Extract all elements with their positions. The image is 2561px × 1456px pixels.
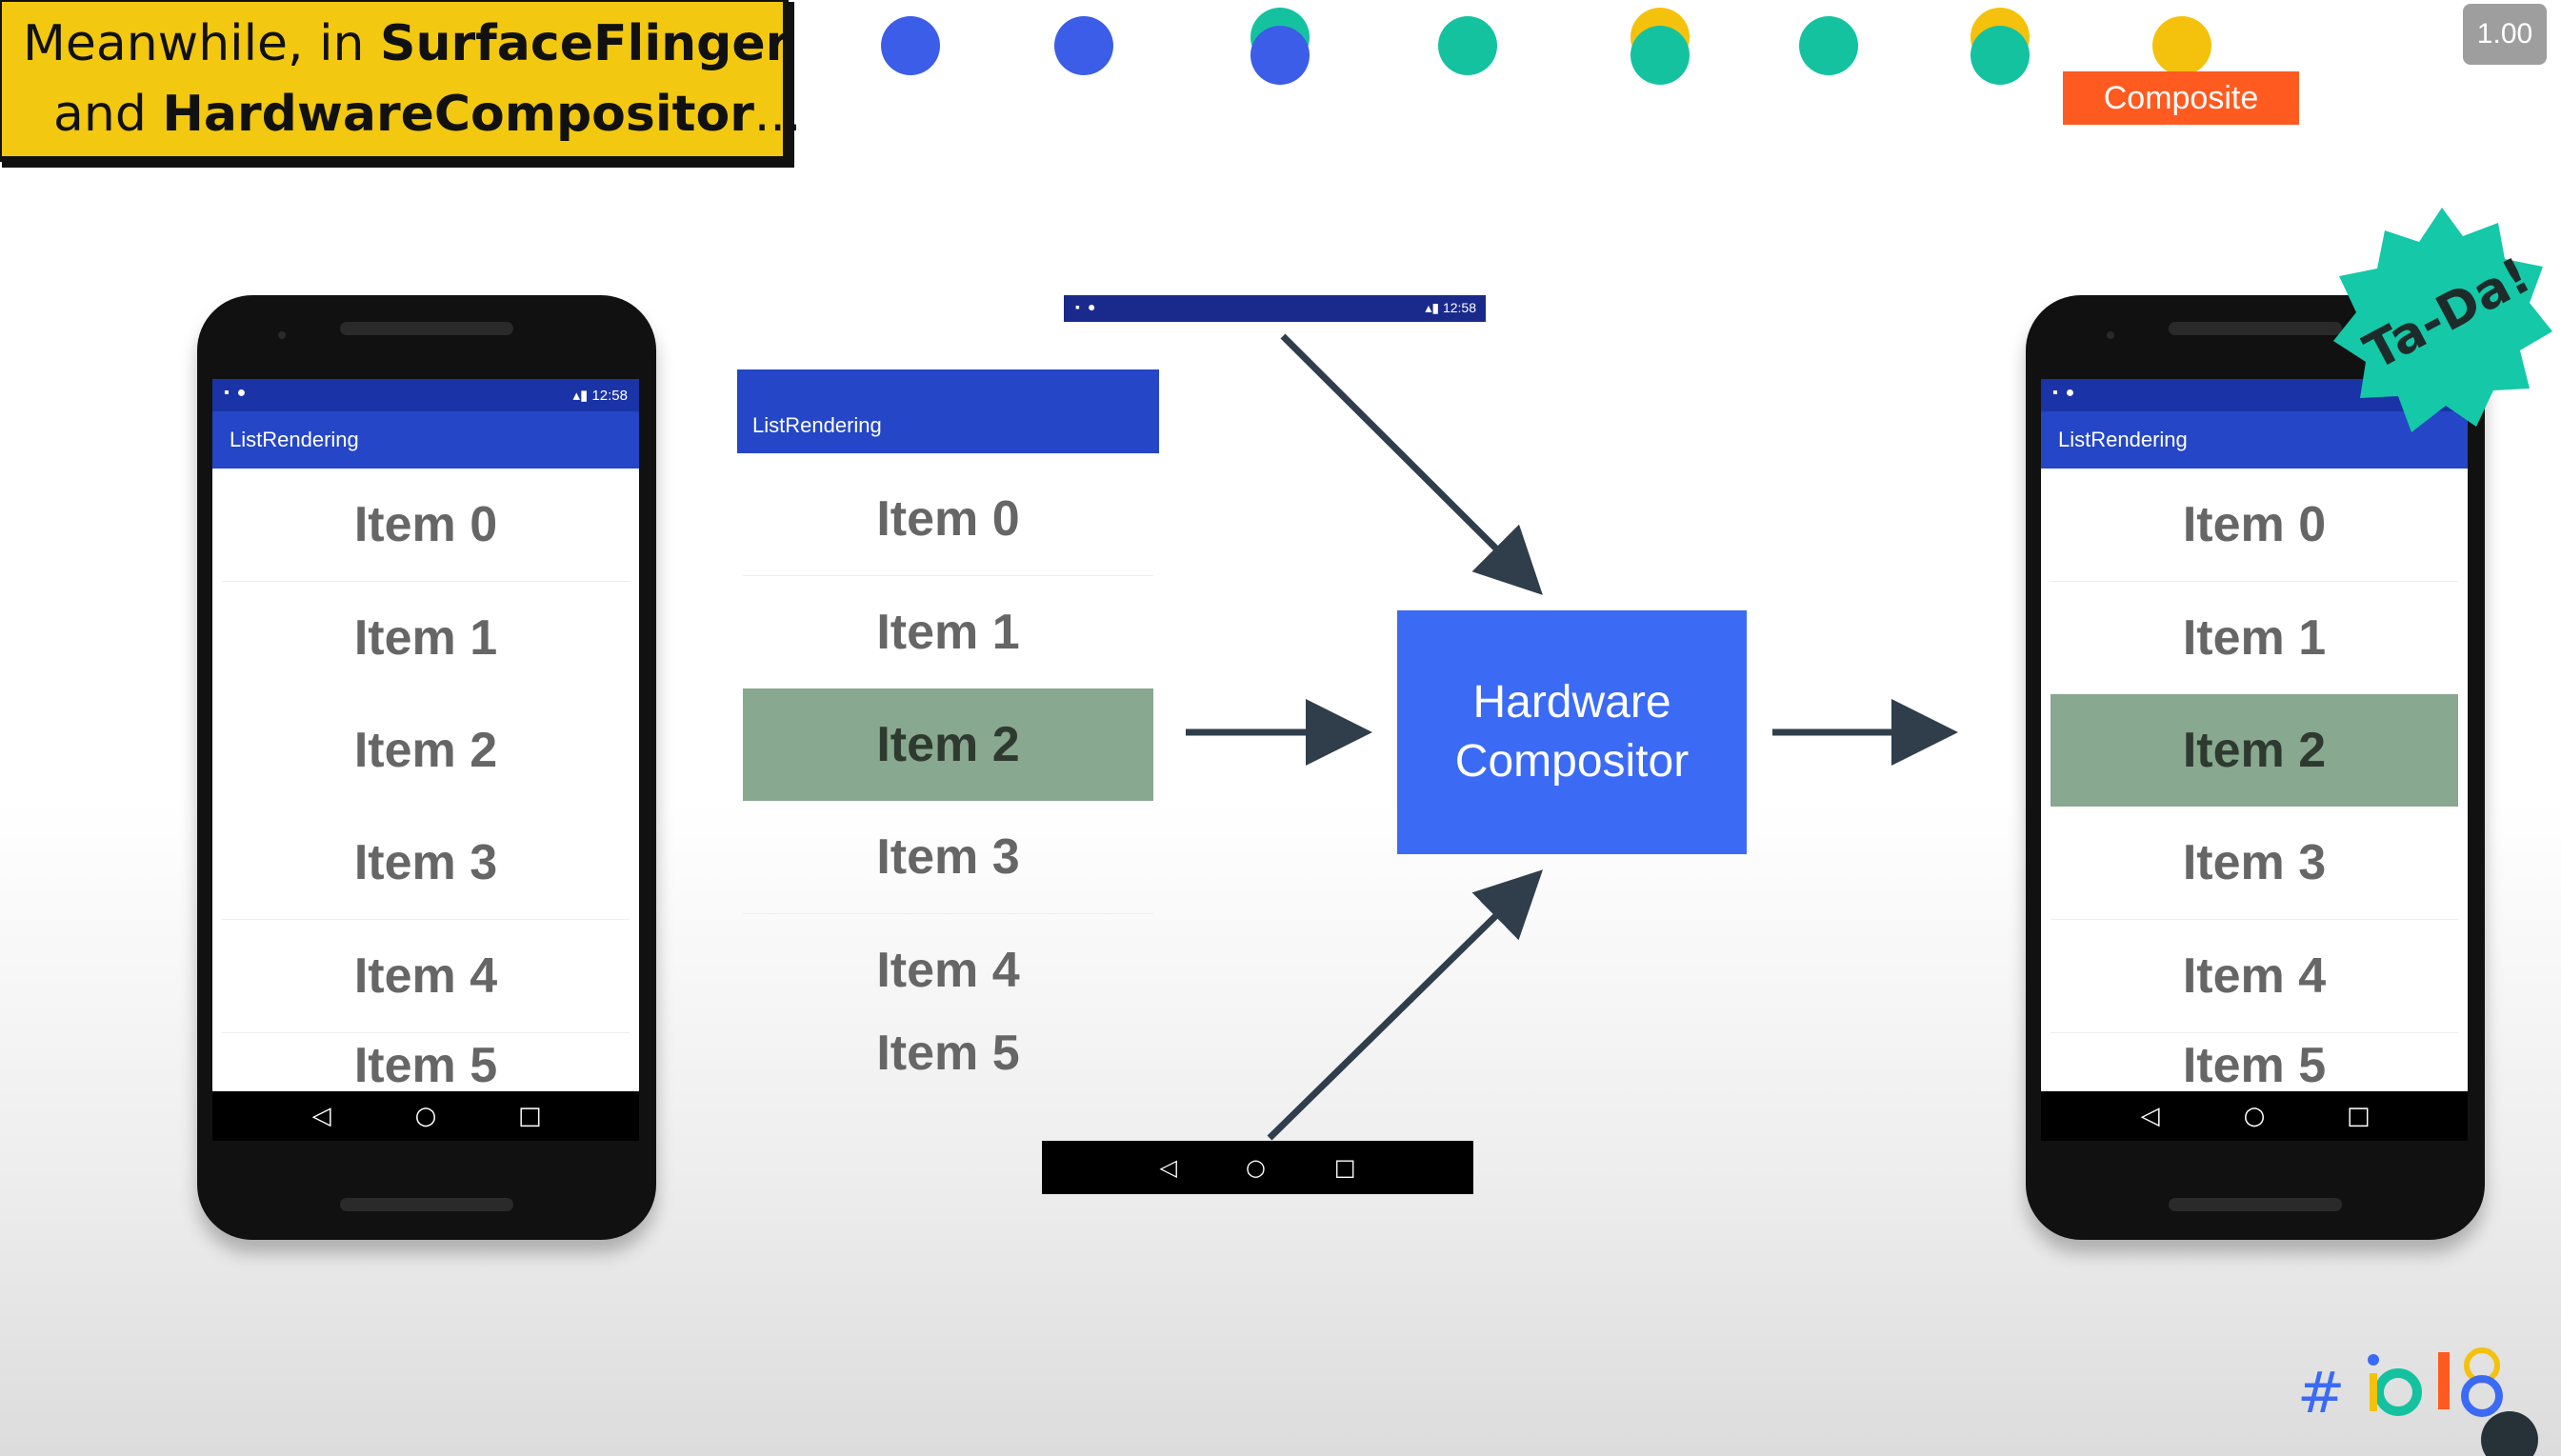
list-item-highlighted[interactable]: Item 2 (2051, 694, 2458, 807)
title-line-1: Meanwhile, in SurfaceFlinger (23, 9, 790, 79)
dot-5 (1631, 26, 1690, 85)
list-item-partial[interactable]: Item 5 (222, 1033, 630, 1093)
list-item[interactable]: Item 3 (2051, 807, 2458, 920)
title-surfaceflinger: SurfaceFlinger (380, 15, 790, 72)
app-bar-title: ListRendering (212, 411, 639, 469)
nav-bar: ◁ ○ □ (2041, 1091, 2468, 1141)
list-item-partial-text: Item 5 (876, 1026, 1020, 1081)
title-line-1-prefix: Meanwhile, in (23, 15, 381, 72)
playback-speed: 1.00 (2463, 4, 2547, 65)
dot-7 (1971, 26, 2030, 85)
status-time: ▴▮ 12:58 (1425, 300, 1476, 315)
recents-icon[interactable]: □ (518, 1102, 542, 1130)
item-list: Item 0 Item 1 Item 2 Item 3 Item 4 Item … (212, 469, 639, 1093)
phone-left: ▪● ▴▮ 12:58 ListRendering Item 0 Item 1 … (197, 295, 656, 1240)
dot-6 (1799, 16, 1858, 75)
list-item[interactable]: Item 1 (876, 605, 1020, 660)
notification-icons: ▪● (2052, 385, 2083, 401)
list-item[interactable]: Item 1 (2182, 610, 2327, 666)
layer-item-list: Item 0 Item 1 Item 2 Item 3 Item 4 Item … (737, 463, 1159, 1081)
list-item[interactable]: Item 3 (222, 807, 630, 920)
back-icon[interactable]: ◁ (2140, 1102, 2160, 1130)
layer-status-bar: ▪● ▴▮ 12:58 (1064, 295, 1486, 322)
list-item-highlighted[interactable]: Item 2 (743, 688, 1153, 801)
home-icon[interactable]: ○ (1245, 1154, 1266, 1181)
io-hash-symbol: # (2297, 1360, 2346, 1426)
dot-1 (881, 16, 940, 75)
io18-logo (2368, 1347, 2538, 1456)
logo-one (2438, 1352, 2450, 1409)
list-item-partial[interactable]: Item 5 (2051, 1033, 2458, 1093)
recents-icon[interactable]: □ (2347, 1102, 2371, 1130)
layer-nav-bar: ◁ ○ □ (1042, 1141, 1473, 1194)
arrow-status-to-compositor (1280, 333, 1543, 595)
app-bar-title: ListRendering (2041, 411, 2468, 469)
item-list: Item 0 Item 1 Item 2 Item 3 Item 4 Item … (2041, 469, 2468, 1093)
list-item-partial-text: Item 5 (2182, 1038, 2327, 1093)
camera-icon (278, 331, 286, 339)
list-item[interactable]: Item 0 (2051, 469, 2458, 582)
hardware-compositor-box: Hardware Compositor (1397, 610, 1747, 854)
speaker (340, 322, 513, 335)
dot-2 (1054, 16, 1113, 75)
list-item[interactable]: Item 3 (743, 801, 1153, 914)
title-line-2-prefix: and (53, 86, 163, 143)
title-line-2: and HardwareCompositor... (23, 79, 802, 150)
speaker (2169, 322, 2342, 335)
back-icon[interactable]: ◁ (311, 1102, 331, 1130)
layer-app-bar: ListRendering (737, 369, 1159, 453)
arrow-nav-to-compositor (1267, 869, 1543, 1141)
title-hardwarecompositor: HardwareCompositor (162, 86, 754, 143)
compositor-line-2: Compositor (1454, 736, 1690, 787)
logo-eight-bottom (2461, 1375, 2503, 1417)
speaker-bottom (340, 1198, 513, 1211)
notification-icons: ▪● (1075, 299, 1104, 314)
logo-dot (2368, 1354, 2379, 1366)
list-item[interactable]: Item 0 (222, 469, 630, 582)
camera-icon (2107, 331, 2114, 339)
home-icon[interactable]: ○ (2243, 1102, 2266, 1130)
logo-ring (2374, 1368, 2422, 1416)
dot-4 (1438, 16, 1497, 75)
compositor-line-1: Hardware (1472, 677, 1671, 728)
home-icon[interactable]: ○ (414, 1102, 437, 1130)
nav-bar: ◁ ○ □ (212, 1091, 639, 1141)
back-icon[interactable]: ◁ (1159, 1154, 1177, 1181)
status-time: ▴▮ 12:58 (572, 388, 629, 404)
notification-icons: ▪● (224, 385, 254, 401)
phone-screen: ▪● ▴▮ 12:58 ListRendering Item 0 Item 1 … (2041, 379, 2468, 1141)
list-item-partial[interactable]: Item 5 (743, 1026, 1153, 1081)
phone-right: ▪● ▴▮ 12:58 ListRendering Item 0 Item 1 … (2026, 295, 2485, 1240)
list-item[interactable]: Item 4 (222, 920, 630, 1033)
tada-badge (2333, 208, 2552, 432)
composite-label: Composite (2063, 71, 2299, 125)
status-time-text: 12:58 (591, 388, 628, 404)
android-icon (2481, 1411, 2538, 1456)
list-item[interactable]: Item 0 (743, 463, 1153, 576)
tada-starburst (2333, 208, 2552, 432)
speaker-bottom (2169, 1198, 2342, 1211)
list-item[interactable]: Item 4 (876, 943, 1020, 998)
list-item[interactable]: Item 2 (353, 723, 498, 778)
list-item[interactable]: Item 1 (353, 610, 498, 666)
status-bar: ▪● ▴▮ 12:58 (212, 379, 639, 411)
logo-bar (2370, 1373, 2377, 1411)
phone-screen: ▪● ▴▮ 12:58 ListRendering Item 0 Item 1 … (212, 379, 639, 1141)
title-ellipsis: ... (753, 86, 802, 143)
dot-8 (2152, 16, 2211, 75)
title-banner: Meanwhile, in SurfaceFlinger and Hardwar… (0, 0, 802, 162)
dot-3 (1250, 26, 1310, 85)
status-time-text: 12:58 (1442, 300, 1476, 315)
list-item-partial-text: Item 5 (353, 1038, 498, 1093)
recents-icon[interactable]: □ (1333, 1154, 1356, 1181)
list-item[interactable]: Item 4 (2051, 920, 2458, 1033)
